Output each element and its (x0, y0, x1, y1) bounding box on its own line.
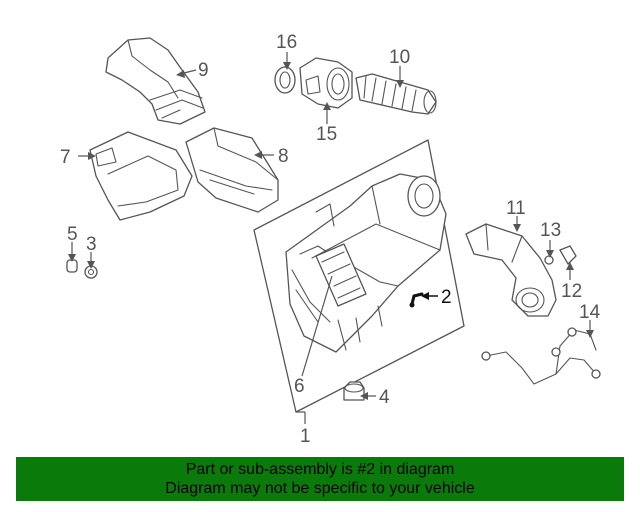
part-4-mount[interactable] (343, 381, 365, 401)
part-11-hose[interactable] (465, 223, 557, 317)
callout-13: 13 (540, 220, 561, 241)
part-10-hose[interactable] (355, 73, 437, 115)
callout-2: 2 (441, 287, 452, 308)
part-7-cover[interactable] (89, 131, 193, 221)
callout-4: 4 (379, 387, 390, 408)
callout-7: 7 (60, 147, 71, 168)
callout-1: 1 (300, 426, 311, 447)
callout-8: 8 (278, 146, 289, 167)
callout-10: 10 (389, 47, 410, 68)
part-14-hose[interactable] (481, 327, 601, 385)
part-9-intake-duct[interactable] (105, 37, 206, 125)
part-2-highlighted[interactable] (409, 292, 424, 308)
arrowheads (68, 62, 594, 400)
air-cleaner-housing (285, 173, 447, 353)
banner-line-2: Diagram may not be specific to your vehi… (165, 480, 475, 497)
part-6-filter[interactable] (315, 243, 367, 307)
callout-6: 6 (294, 376, 305, 397)
callout-11: 11 (506, 198, 526, 219)
callout-3: 3 (86, 234, 97, 255)
banner-line-1: Part or sub-assembly is #2 in diagram (185, 461, 455, 478)
callout-15: 15 (316, 124, 337, 145)
callout-16: 16 (276, 32, 297, 53)
callout-12: 12 (561, 281, 582, 302)
callout-9: 9 (198, 60, 209, 81)
info-banner: Part or sub-assembly is #2 in diagram Di… (16, 457, 624, 501)
part-12-connector[interactable] (559, 245, 577, 265)
part-16-gasket[interactable] (274, 66, 296, 94)
callout-labels: 1 2 3 4 5 6 7 8 9 10 11 12 13 14 15 16 (60, 32, 601, 447)
callout-14: 14 (579, 302, 601, 323)
part-8-resonator[interactable] (185, 127, 279, 213)
part-15-sensor[interactable] (299, 57, 353, 109)
callout-5: 5 (67, 224, 78, 245)
parts-diagram: 1 2 3 4 5 6 7 8 9 10 11 12 13 14 15 16 (60, 32, 601, 447)
part-13-clip[interactable] (544, 255, 554, 265)
